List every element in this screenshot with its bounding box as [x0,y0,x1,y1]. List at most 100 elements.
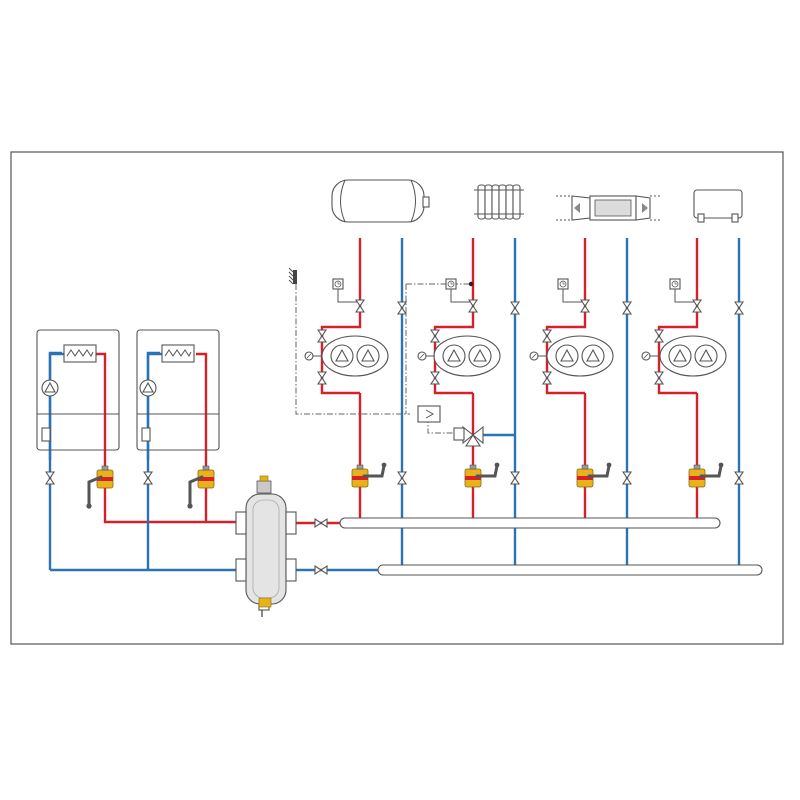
gauge-needle [531,353,537,359]
valve-band [352,476,368,480]
circuit-2-supply-valve-top [467,299,479,313]
pressure-gauge-icon [417,351,427,361]
circuit-4-supply-valve-top [691,299,703,313]
controller-symbol [425,409,435,419]
thermometer-icon [445,278,457,290]
separator-flange [235,558,247,582]
circuit-3-supply-ball-valve [576,462,612,488]
return-isolation-valve [314,564,328,576]
valve-stem [581,464,589,470]
components-layer [36,179,763,617]
valve-band [689,476,705,480]
coil-box [161,344,195,363]
fan-coil-foot-right [731,213,739,223]
valve-body [733,471,745,485]
drain-valve [258,597,272,608]
valve-body [621,471,633,485]
thermometer-dial [334,280,342,288]
pump-arrow [586,348,600,362]
pump-arrow [142,381,154,393]
circuit-1-supply-ball-valve [351,462,387,488]
thermometer-icon [332,278,344,290]
circuit-3-thermometer-stem [562,289,582,303]
gauge-needle [643,353,649,359]
circuit-1-bypass-valve-upper [316,329,328,343]
boiler-casing [36,329,120,451]
tank-fitting [422,196,430,208]
supply-manifold [339,517,721,529]
valve-body [354,299,366,313]
circuit-3-supply-valve-top [579,299,591,313]
circuit-4-bypass-valve-lower [653,371,665,385]
circuit-2-supply-ball-valve [464,462,500,488]
valve-handle-knob [86,503,92,509]
pump-arrow [699,348,713,362]
valve-body [314,564,328,576]
pump-arrow [560,348,574,362]
valve-handle [188,475,204,507]
boiler-casing [136,329,220,451]
boiler-1-return-to-coil [48,352,64,376]
circuit-3-return-valve-bottom [621,471,633,485]
valve-stem [356,464,364,470]
valve-body [541,371,553,385]
circuit-4-supply-ball-valve [688,462,724,488]
ahu-coil [594,199,632,217]
fan-coil-unit-icon [693,189,743,223]
circuit-2-thermometer-stem [450,289,470,303]
boiler-1-return-valve [44,471,56,485]
outdoor-sensor-signal-line [295,284,410,415]
circuit-1-return-valve-top [396,301,408,315]
valve-body [142,471,154,485]
valve-handle [699,464,723,478]
thermometer-icon [669,278,681,290]
valve-body [44,471,56,485]
valve-handle-knob [187,503,193,509]
boiler-1-supply-to-separator [96,352,236,524]
supply-isolation-valve [314,517,328,529]
circulation-pump-icon [139,379,157,397]
valve-body [579,299,591,313]
valve-body [429,371,441,385]
controller-box [417,405,441,423]
pump-arrow [44,381,56,393]
separator-flange [285,558,297,582]
circuit-2-bypass-valve-lower [429,371,441,385]
fan-coil-foot-left [697,213,705,223]
valve-body [653,371,665,385]
thermometer-needle [674,281,677,285]
valve-handle-knob [381,462,387,468]
valve-handle-knob [718,462,724,468]
thermometer-dial [671,280,679,288]
boiler-icon-1 [36,329,120,451]
circuit-4-return-valve-top [733,301,745,315]
valve-body [509,471,521,485]
twin-pump-icon [659,335,727,377]
coil-box [63,344,97,363]
gauge-needle [306,353,312,359]
valve-body [541,329,553,343]
valve-handle [587,464,611,478]
diagram-frame [10,151,784,645]
circulation-pump-icon [41,379,59,397]
circuit-1-bypass-valve-lower [316,371,328,385]
supply-temp-sensor-point [468,281,474,287]
controller-icon [417,405,441,423]
circuit-1-supply-valve-top [354,299,366,313]
hydraulic-separator-icon [235,475,297,617]
valve-body [509,301,521,315]
mixing-valve-actuator [453,427,465,441]
three-way-mixing-valve-icon [453,425,484,447]
pump-arrow [673,348,687,362]
circuit-1-supply-bypass [320,238,362,395]
valve-handle [87,475,103,507]
boiler-2-return-valve [142,471,154,485]
pressure-gauge-icon [641,351,651,361]
circuit-4-thermometer-stem [674,289,694,303]
circuit-2-supply-bypass [433,238,475,395]
circuit-1-return-valve-bottom [396,471,408,485]
valve-stem [202,465,210,471]
circuit-3-return-valve-top [621,301,633,315]
valve-body [429,329,441,343]
